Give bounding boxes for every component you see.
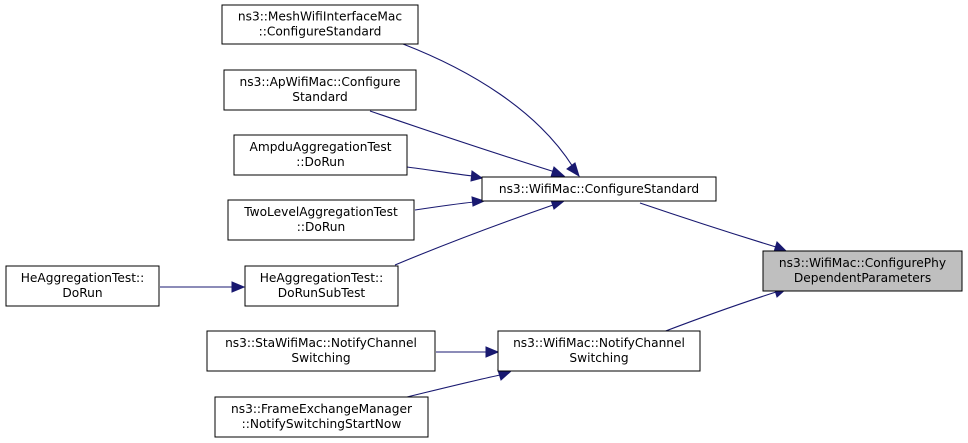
node-label-line2: Switching (291, 351, 350, 365)
node-label-line2: DoRunSubTest (278, 286, 366, 300)
node-label-line1: ns3::FrameExchangeManager (231, 402, 413, 416)
edge-sta-to-wifimac-notify (436, 346, 500, 358)
node-wifimac-configure-standard[interactable]: ns3::WifiMac::ConfigureStandard (481, 176, 717, 202)
node-label-line2: Switching (569, 351, 628, 365)
node-label-line2: ::ConfigureStandard (259, 25, 382, 39)
edge-twolevel-to-configure-standard (414, 196, 486, 211)
node-label-line1: ns3::WifiMac::NotifyChannel (513, 336, 685, 350)
node-label-line1: TwoLevelAggregationTest (243, 205, 398, 219)
node-label-line2: ::NotifySwitchingStartNow (242, 417, 402, 431)
edge-configure-standard-to-configure-phy (639, 202, 788, 253)
node-label-line2: Standard (292, 90, 347, 104)
node-label-line1: ns3::MeshWifiInterfaceMac (238, 10, 402, 24)
edges (160, 43, 788, 398)
node-label-line2: ::DoRun (296, 155, 344, 169)
node-label-line1: ns3::WifiMac::ConfigurePhy (779, 256, 946, 270)
node-label-line1: HeAggregationTest:: (260, 271, 383, 285)
edge-fem-to-wifimac-notify (406, 369, 512, 398)
node-sta-notify-channel-switching[interactable]: ns3::StaWifiMac::NotifyChannel Switching (206, 330, 436, 372)
node-label-line2: DoRun (62, 286, 102, 300)
node-fem-notify-switching-start-now[interactable]: ns3::FrameExchangeManager ::NotifySwitch… (214, 396, 429, 438)
node-ampdu-dorun[interactable]: AmpduAggregationTest ::DoRun (233, 134, 408, 176)
edge-hedorun-to-hesubtest (160, 281, 246, 293)
node-wifimac-notify-channel-switching[interactable]: ns3::WifiMac::NotifyChannel Switching (497, 330, 701, 372)
node-ap-configure-standard[interactable]: ns3::ApWifiMac::Configure Standard (223, 69, 417, 111)
node-mesh-configure-standard[interactable]: ns3::MeshWifiInterfaceMac ::ConfigureSta… (221, 4, 419, 45)
edge-wifimac-notify-to-configure-phy (662, 286, 788, 333)
node-label-line1: HeAggregationTest:: (21, 271, 144, 285)
node-label-line2: ::DoRun (297, 220, 345, 234)
node-twolevel-dorun[interactable]: TwoLevelAggregationTest ::DoRun (227, 199, 415, 241)
node-he-dorunsubtest[interactable]: HeAggregationTest:: DoRunSubTest (244, 265, 399, 307)
edge-mesh-to-configure-standard (402, 43, 580, 178)
node-label-line1: ns3::StaWifiMac::NotifyChannel (225, 336, 417, 350)
node-label-line2: DependentParameters (794, 271, 931, 285)
edge-ampdu-to-configure-standard (406, 166, 484, 182)
node-label-line1: AmpduAggregationTest (249, 140, 391, 154)
node-label-line1: ns3::ApWifiMac::Configure (240, 75, 401, 89)
node-he-dorun[interactable]: HeAggregationTest:: DoRun (5, 265, 160, 307)
node-label-line1: ns3::WifiMac::ConfigureStandard (499, 182, 699, 196)
node-configure-phy-dependent-parameters[interactable]: ns3::WifiMac::ConfigurePhy DependentPara… (762, 250, 963, 292)
